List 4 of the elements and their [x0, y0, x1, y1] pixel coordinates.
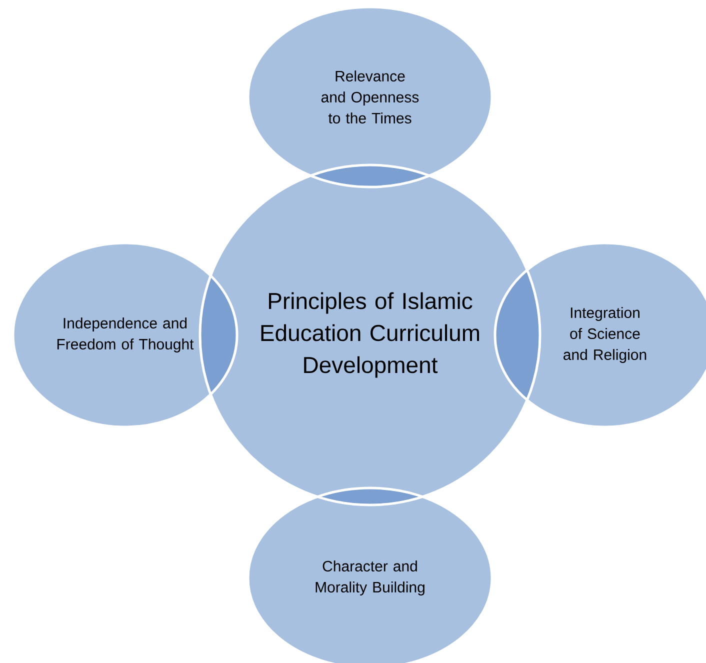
node-label: Integration of Science and Religion [564, 307, 646, 363]
node-label: Independence and Freedom of Thought [57, 318, 194, 352]
node-label: Character and Morality Building [316, 560, 424, 596]
node-label: Relevance and Openness to the Times [321, 70, 419, 124]
